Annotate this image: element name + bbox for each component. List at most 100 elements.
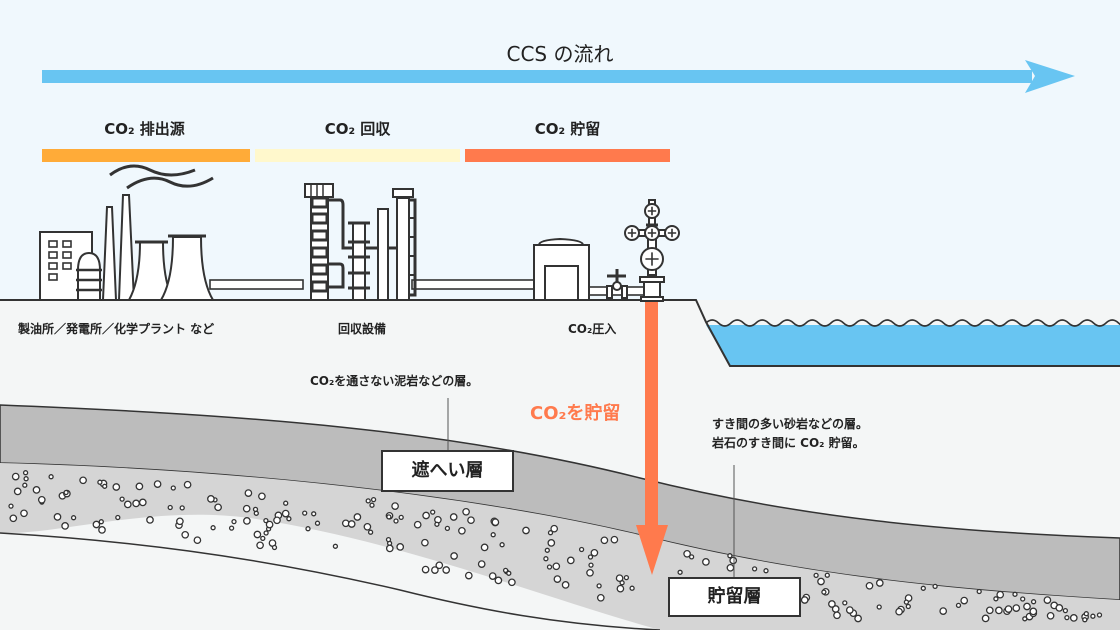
pore-dot: [546, 564, 553, 570]
pore-dot: [1004, 605, 1013, 613]
pore-dot: [183, 480, 192, 489]
pore-dot: [1083, 611, 1089, 617]
pore-dot: [845, 606, 854, 614]
pore-dot: [623, 574, 630, 581]
pore-dot: [821, 589, 827, 595]
pore-dot: [1029, 607, 1038, 616]
valve-cross-icon: [647, 206, 657, 216]
pore-dot: [1082, 617, 1088, 623]
pore-dot: [23, 476, 29, 482]
pore-dot: [115, 514, 121, 521]
pore-dot: [586, 568, 594, 577]
pore-dot: [464, 571, 473, 580]
pore-dot: [1062, 607, 1069, 614]
pore-dot: [955, 602, 962, 609]
stage-label-storage: CO₂ 貯留: [534, 120, 601, 138]
pore-dot: [214, 503, 222, 512]
pore-dot: [167, 504, 173, 511]
pore-dot: [286, 516, 292, 522]
reservoir-note-line1: すき間の多い砂岩などの層。: [712, 417, 869, 431]
facility-label-capture: 回収設備: [338, 322, 387, 336]
pore-dot: [547, 539, 556, 547]
pore-dot: [588, 562, 594, 568]
pore-dot: [22, 482, 28, 488]
pore-dot: [302, 510, 308, 516]
pore-dot: [263, 517, 269, 524]
pore-dot: [502, 567, 509, 574]
pore-dot: [123, 500, 132, 509]
pore-dot: [347, 520, 356, 528]
pore-dot: [421, 538, 429, 547]
pore-dot: [1064, 614, 1070, 621]
pore-dot: [385, 536, 392, 543]
pore-dot: [1055, 604, 1064, 612]
pore-dot: [490, 532, 496, 538]
pore-dot: [386, 514, 392, 520]
pore-dot: [265, 520, 274, 529]
pore-dot: [458, 526, 466, 535]
pore-dot: [727, 553, 733, 559]
pore-dot: [48, 474, 54, 480]
pore-dot: [20, 509, 28, 518]
pore-dot: [135, 482, 144, 491]
pore-dot: [578, 546, 585, 553]
caprock-note: CO₂を通さない泥岩などの層。: [310, 374, 479, 388]
pore-dot: [544, 547, 550, 553]
pore-dot: [751, 566, 758, 572]
pore-dot: [547, 530, 554, 536]
reservoir-label: 貯留層: [668, 577, 801, 617]
pore-dot: [273, 516, 281, 525]
pore-dot: [210, 525, 216, 531]
pore-dot: [11, 472, 20, 481]
pore-dot: [442, 566, 451, 574]
pore-dot: [385, 544, 394, 553]
pore-dot: [865, 581, 874, 590]
pore-dot: [1069, 614, 1078, 622]
pore-dot: [993, 596, 999, 602]
pore-dot: [398, 514, 404, 521]
valve-cross-icon: [627, 228, 637, 238]
reservoir-pores: [8, 470, 1103, 623]
pore-dot: [97, 479, 103, 485]
pore-dot: [553, 575, 562, 583]
pore-dot: [102, 483, 108, 489]
pore-dot: [435, 561, 444, 570]
pore-dot: [61, 522, 69, 530]
pore-dot: [37, 495, 46, 504]
pore-dot: [243, 517, 251, 525]
pore-dot: [181, 530, 190, 539]
pore-dot: [79, 476, 87, 485]
pore-dot: [176, 517, 184, 526]
pore-dot: [939, 607, 948, 615]
sea-wave-line: [705, 319, 1120, 327]
pore-dot: [702, 558, 710, 566]
stage-bar-emission: [42, 149, 250, 162]
pore-dot: [332, 543, 339, 549]
pore-dot: [480, 543, 489, 552]
stage-bar-storage: [465, 149, 670, 162]
pore-dot: [231, 518, 237, 525]
pore-dot: [1012, 591, 1018, 597]
pore-dot: [506, 570, 512, 576]
pore-dot: [365, 498, 371, 504]
pore-dot: [311, 511, 317, 517]
pore-dot: [817, 577, 825, 586]
pore-dot: [522, 526, 530, 535]
pore-dot: [258, 492, 266, 501]
pore-dot: [590, 548, 599, 557]
pore-dot: [253, 530, 262, 539]
pore-dot: [396, 543, 405, 551]
valve-cross-icon: [667, 228, 677, 238]
pore-dot: [488, 572, 497, 580]
stage-bar-capture: [255, 149, 460, 162]
pore-dot: [256, 541, 264, 550]
pore-dot: [32, 486, 41, 494]
pore-dot: [552, 562, 561, 571]
pore-dot: [995, 606, 1003, 615]
pore-dot: [179, 505, 185, 511]
pore-dot: [228, 525, 235, 531]
pore-dot: [391, 502, 399, 510]
pore-dot: [677, 569, 683, 575]
pore-dot: [413, 520, 422, 529]
